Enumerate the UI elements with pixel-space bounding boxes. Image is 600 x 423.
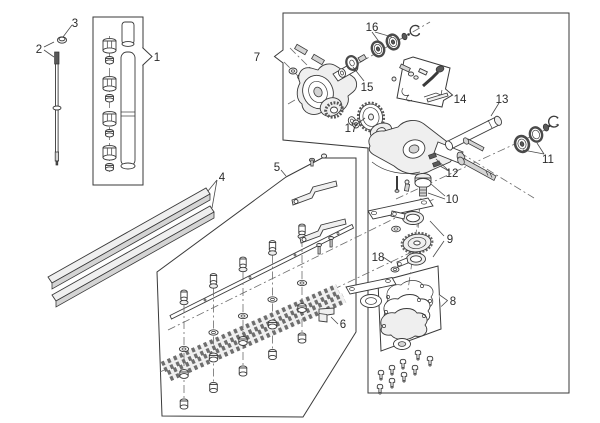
eccentric-gear-9 (390, 210, 434, 268)
part-label-6: 6 (340, 319, 346, 331)
cutter-region-outline (156, 157, 357, 418)
connector-tube-13 (444, 115, 503, 151)
part-label-2: 2 (36, 44, 42, 56)
drive-links (291, 153, 347, 255)
part-label-5: 5 (274, 162, 280, 174)
part-label-10: 10 (446, 194, 459, 206)
linkage-kit-14 (391, 63, 449, 103)
part-label-7: 7 (254, 52, 260, 64)
part-labels: 1 2 3 4 5 6 7 8 9 10 11 12 13 14 15 16 1… (36, 18, 554, 331)
cover-box-8-outline (377, 265, 449, 352)
part-label-12: 12 (446, 168, 459, 180)
part-label-13: 13 (496, 94, 509, 106)
part-label-14: 14 (454, 94, 467, 106)
part-label-8: 8 (450, 296, 456, 308)
lock-nut-3 (56, 36, 68, 44)
tie-rod-2 (52, 51, 62, 166)
cover-plates-8 (380, 280, 434, 350)
washers-18 (390, 225, 401, 273)
part-label-17: 17 (345, 123, 358, 135)
part-label-15: 15 (361, 82, 374, 94)
part-label-1: 1 (154, 52, 160, 64)
leader-lines (43, 24, 545, 325)
part-label-4: 4 (219, 172, 226, 184)
cover-screws (376, 349, 434, 395)
part-label-11: 11 (542, 154, 554, 166)
blade-guide-rails-4 (47, 187, 215, 308)
set-screws-12 (428, 152, 441, 168)
cutter-bar-assembly-5 (160, 153, 355, 410)
bearing-set-11 (513, 115, 559, 154)
mount-bolts (457, 137, 497, 182)
drive-tube-1 (120, 21, 136, 170)
cutter-blades (160, 283, 347, 382)
part-label-16: 16 (366, 22, 379, 34)
part-label-3: 3 (72, 18, 78, 30)
parts-box-1-outline (92, 16, 153, 186)
linkage-box-14-outline (396, 56, 454, 108)
plug-10 (403, 172, 432, 197)
part-label-9: 9 (447, 234, 453, 246)
part-label-18: 18 (372, 252, 385, 264)
gearbox-region-outline (273, 12, 570, 394)
bearing-set-15-16 (338, 24, 421, 78)
blade-clip-6 (318, 307, 335, 323)
